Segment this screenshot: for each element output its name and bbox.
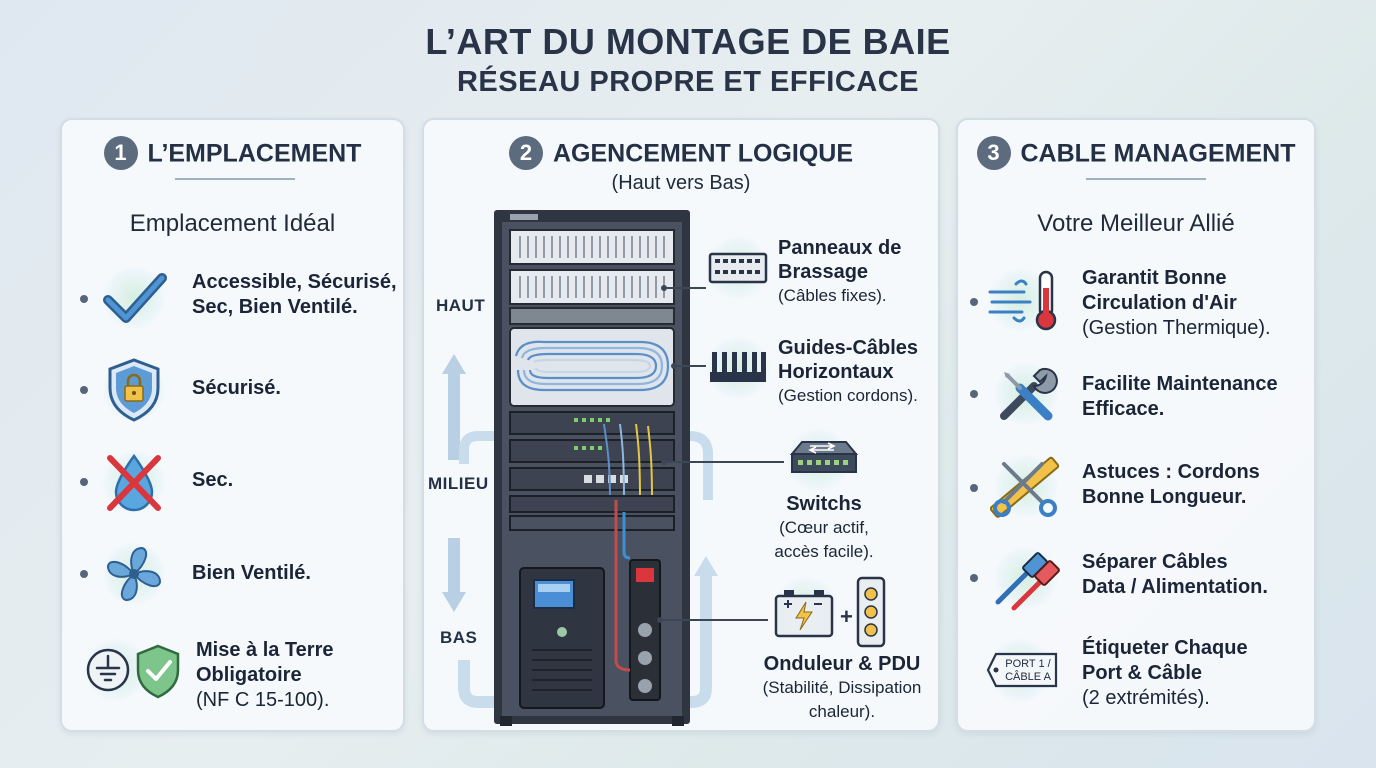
svg-text:+: +: [840, 604, 853, 629]
panel-cable-management: 3 CABLE MANAGEMENT Votre Meilleur Allié G…: [956, 118, 1316, 732]
step-badge: 1: [103, 136, 138, 170]
bullet-dot: [80, 570, 88, 578]
bullet-dot: [80, 478, 88, 486]
item-accessible: Accessible, Sécurisé,Sec, Bien Ventilé.: [192, 271, 397, 318]
tools-icon: [990, 358, 1062, 430]
heading-text: L’EMPLACEMENT: [147, 139, 362, 168]
panel-heading: 3 CABLE MANAGEMENT: [958, 136, 1314, 172]
patch-panel-icon: [702, 232, 774, 304]
rack-illustration: [442, 210, 784, 726]
bullet-dot: [970, 390, 978, 398]
svg-text:PORT 1 /: PORT 1 /: [1005, 658, 1051, 670]
heading-underline: [1086, 178, 1206, 180]
ground-shield-icon: [80, 634, 190, 706]
bullet-dot: [970, 298, 978, 306]
heading-text: AGENCEMENT LOGIQUE: [552, 139, 853, 168]
panel-subtitle: Votre Meilleur Allié: [1037, 210, 1235, 237]
panel-emplacement: 1 L’EMPLACEMENT Emplacement Idéal Accessi…: [60, 118, 405, 732]
item-ventile: Bien Ventilé.: [192, 562, 311, 584]
label-tag-icon: PORT 1 /CÂBLE A: [984, 634, 1064, 706]
svg-text:CÂBLE A: CÂBLE A: [1005, 670, 1052, 683]
title-line-2: RÉSEAU PROPRE ET EFFICACE: [456, 66, 920, 98]
bullet-dot: [80, 295, 88, 303]
cables-icon: [990, 542, 1062, 614]
item-securise: Sécurisé.: [192, 377, 281, 399]
panel-agencement: 2 AGENCEMENT LOGIQUE (Haut vers Bas) HAUT…: [422, 118, 940, 732]
airflow-thermometer-icon: [984, 264, 1074, 336]
fan-icon: [98, 538, 170, 610]
step-badge: 2: [508, 136, 543, 170]
scissors-ruler-icon: [990, 450, 1062, 522]
panel-subtitle: (Haut vers Bas): [611, 172, 751, 194]
heading-text: CABLE MANAGEMENT: [1020, 139, 1296, 168]
shield-lock-icon: [98, 354, 170, 426]
panel-heading: 1 L’EMPLACEMENT: [62, 136, 403, 172]
cable-guide-icon: [702, 332, 774, 404]
level-middle-label: MILIEU: [428, 474, 489, 493]
level-bottom-label: BAS: [440, 628, 478, 647]
callout-switches: Switchs(Cœur actif,accès facile).: [774, 493, 874, 561]
item-sec: Sec.: [192, 469, 234, 491]
bullet-dot: [970, 574, 978, 582]
panel-subtitle: Emplacement Idéal: [129, 210, 336, 237]
heading-underline: [175, 178, 295, 180]
no-water-icon: [98, 446, 170, 518]
page-title: L’ART DU MONTAGE DE BAIE RÉSEAU PROPRE E…: [0, 22, 1376, 100]
step-badge: 3: [976, 136, 1011, 170]
bullet-dot: [80, 386, 88, 394]
bullet-dot: [970, 484, 978, 492]
battery-pdu-icon: +: [770, 572, 894, 652]
level-top-label: HAUT: [436, 296, 486, 315]
title-line-1: L’ART DU MONTAGE DE BAIE: [425, 21, 951, 62]
panel-heading: 2 AGENCEMENT LOGIQUE: [424, 136, 938, 172]
checkmark-icon: [98, 262, 170, 334]
switch-icon: [782, 424, 862, 496]
